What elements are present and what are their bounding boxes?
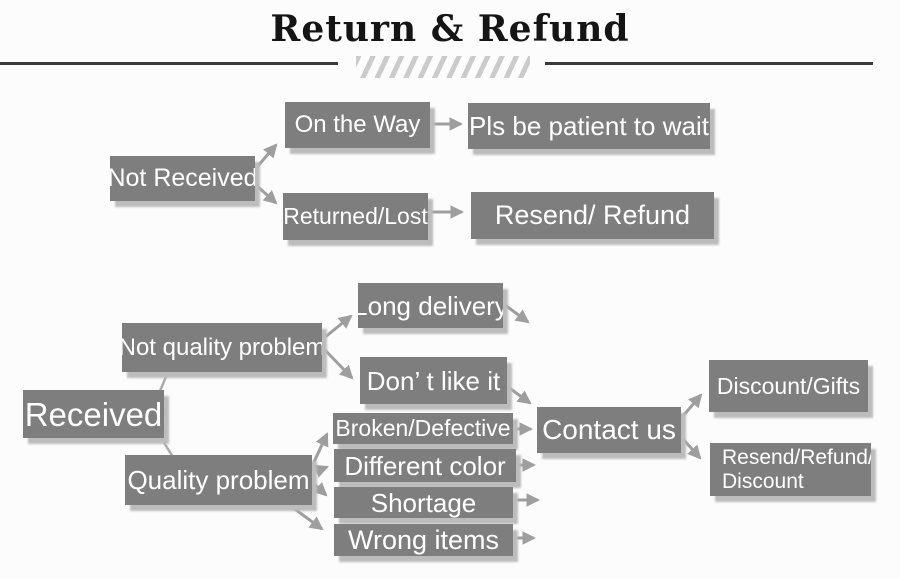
node-on-the-way: On the Way [285,102,430,148]
arrow-contact-us-to-discount-gifts [681,393,703,417]
line-received-to-quality-problem [159,437,175,458]
node-shortage: Shortage [334,487,513,518]
node-received: Received [23,390,164,438]
node-broken-defective: Broken/Defective [333,413,513,444]
arrow-qp-to-wrong-items [291,505,324,531]
line-received-to-not-quality-problem [158,371,170,392]
node-resend-refund-discount: Resend/Refund/ Discount [710,443,871,496]
arrow-contact-us-to-resend-refund-discount [681,437,702,460]
node-returned-lost: Returned/Lost [283,193,428,240]
arrow-qp-to-different-color [313,464,329,478]
node-wrong-items: Wrong items [334,524,513,556]
arrow-nqp-to-dont-like-it [322,347,354,380]
node-label-line2: Discount [722,469,804,493]
node-pls-be-patient: Pls be patient to wait [468,103,710,149]
arrow-qp-to-shortage [312,481,328,497]
arrow-qp-to-broken-defective [312,432,329,463]
node-label-line1: Resend/Refund/ [722,446,871,470]
node-not-quality-problem: Not quality problem [122,323,322,372]
node-quality-problem: Quality problem [125,455,312,505]
arrow-not-received-to-returned-lost [255,184,278,205]
node-contact-us: Contact us [537,407,681,453]
node-dont-like-it: Don’ t like it [360,357,507,404]
arrow-not-received-to-on-the-way [255,143,278,168]
arrow-dont-like-it-to-contact-us [507,385,532,405]
divider-left [0,62,338,65]
page-title: Return & Refund [270,8,630,50]
node-resend-refund: Resend/ Refund [471,192,714,239]
hatch-decoration [356,56,530,78]
node-long-delivery: Long delivery [358,283,503,328]
node-discount-gifts: Discount/Gifts [709,360,868,412]
node-different-color: Different color [334,449,516,482]
arrow-nqp-to-long-delivery [323,314,353,340]
arrow-long-delivery-to-contact-us [504,303,530,324]
node-not-received: Not Received [110,156,255,201]
divider-right [545,62,873,65]
